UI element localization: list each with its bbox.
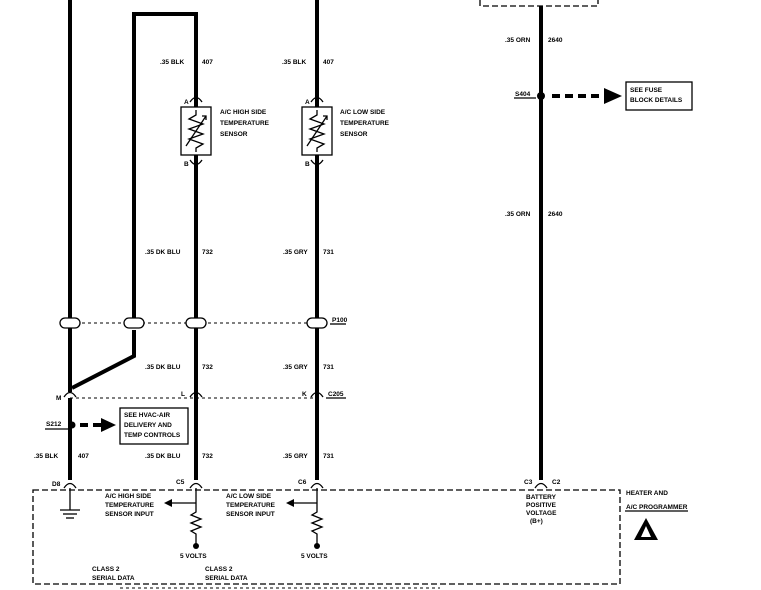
s404-label: S404 [515,91,531,98]
battery-l1: BATTERY [526,494,557,501]
module-box [32,489,621,585]
fuse-ref-l1: SEE FUSE [630,87,663,94]
high-pin-a: A [184,99,189,106]
high-input-arrow [164,499,172,507]
pin-d8: D8 [52,481,61,488]
w732-c-code: 732 [202,453,213,460]
low-pin-a: A [305,99,310,106]
w407-low-top-code: 407 [323,59,334,66]
s404-splice-dot [537,92,545,100]
w731-c-color: .35 GRY [283,453,308,460]
hvac-ref-box [119,407,189,445]
w732-a-color: .35 DK BLU [145,249,181,256]
top-box-fragment [479,0,599,7]
w732-a-code: 732 [202,249,213,256]
pin-c2: C2 [552,479,561,486]
module-pin-arcs [63,482,548,489]
high-pin-b: B [184,161,189,168]
w407-top-code: 407 [202,59,213,66]
low-sensor-l2: TEMPERATURE [340,120,390,127]
serial-right-l2: SERIAL DATA [205,575,248,582]
high-input-l1: A/C HIGH SIDE [105,493,152,500]
module-name-l1: HEATER AND [626,490,668,497]
p100-connectors [59,317,328,329]
serial-right-l1: CLASS 2 [205,566,233,573]
p100-label: P100 [332,317,348,324]
pin-k: K [302,391,307,398]
hvac-ref-l2: DELIVERY AND [124,422,172,429]
low-sensor-l1: A/C LOW SIDE [340,109,386,116]
fuse-ref-l2: BLOCK DETAILS [630,97,683,104]
w407-bot-color: .35 BLK [34,453,59,460]
battery-l4: (B+) [530,518,543,525]
wire-diagonal [71,330,136,390]
w407-low-top-color: .35 BLK [282,59,307,66]
w731-a-color: .35 GRY [283,249,308,256]
esd-warning-icon [634,518,658,540]
w2640-mid-color: .35 ORN [505,211,531,218]
high-sensor-l1: A/C HIGH SIDE [220,109,267,116]
s212-splice-dot [68,421,76,429]
low-sensor-l3: SENSOR [340,131,368,138]
low-input-l2: TEMPERATURE [226,502,276,509]
pin-c3: C3 [524,479,533,486]
high-sensor-l2: TEMPERATURE [220,120,270,127]
w732-b-code: 732 [202,364,213,371]
serial-left-l2: SERIAL DATA [92,575,135,582]
low-input-l3: SENSOR INPUT [226,511,275,518]
wire-loop [132,12,198,320]
c205-label: C205 [328,391,344,398]
volts-left: 5 VOLTS [180,553,207,560]
high-side-sensor-symbol [180,96,212,166]
w407-top-color: .35 BLK [160,59,185,66]
hvac-ref-l1: SEE HVAC-AIR [124,412,170,419]
c205-connectors [63,391,324,398]
w731-b-color: .35 GRY [283,364,308,371]
battery-l3: VOLTAGE [526,510,557,517]
w732-c-color: .35 DK BLU [145,453,181,460]
high-sensor-l3: SENSOR [220,131,248,138]
battery-l2: POSITIVE [526,502,557,509]
high-input-l3: SENSOR INPUT [105,511,154,518]
pin-m: M [56,395,61,402]
w2640-top-code: 2640 [548,37,563,44]
w407-bot-code: 407 [78,453,89,460]
low-side-sensor-symbol [301,96,333,166]
w732-b-color: .35 DK BLU [145,364,181,371]
pin-c6: C6 [298,479,307,486]
w731-c-code: 731 [323,453,334,460]
w731-b-code: 731 [323,364,334,371]
low-input-arrow [286,499,294,507]
high-input-l2: TEMPERATURE [105,502,155,509]
volts-right: 5 VOLTS [301,553,328,560]
low-input-l1: A/C LOW SIDE [226,493,272,500]
pin-l: L [181,391,185,398]
ground-icon [60,488,80,519]
module-name-l2: A/C PROGRAMMER [626,504,688,511]
low-pin-b: B [305,161,310,168]
serial-left-l1: CLASS 2 [92,566,120,573]
fuse-ref-box [625,81,693,111]
hvac-ref-l3: TEMP CONTROLS [124,432,181,439]
low-pullup-resistor [310,505,324,545]
high-pullup-resistor [189,505,203,545]
s212-label: S212 [46,421,62,428]
w2640-mid-code: 2640 [548,211,563,218]
fuse-arrow-head [604,88,622,104]
hvac-arrow-head [101,418,116,432]
w731-a-code: 731 [323,249,334,256]
w2640-top-color: .35 ORN [505,37,531,44]
pin-c5: C5 [176,479,185,486]
